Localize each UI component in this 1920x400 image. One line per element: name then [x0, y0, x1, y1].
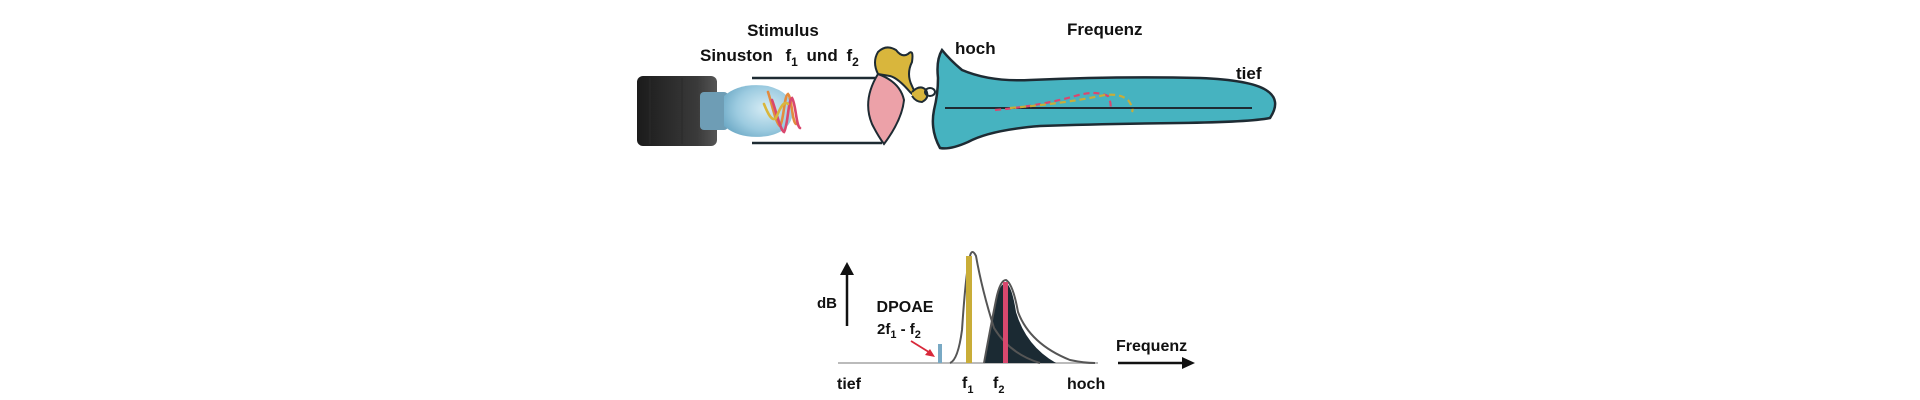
f2-axis-label: f2 [993, 375, 1004, 396]
f1-axis-base: f [962, 375, 968, 392]
formula-sub1: 1 [890, 329, 896, 341]
stimulus-f2: f [846, 46, 852, 65]
stimulus-connector: und [807, 46, 838, 65]
stimulus-subtitle: Sinuston f1 und f2 [700, 46, 859, 70]
f2-peak-bar [1003, 282, 1008, 363]
ear-diagram: Stimulus Sinuston f1 und f2 hoch Frequen… [637, 20, 1277, 150]
stimulus-waves [762, 90, 802, 134]
y-axis-arrowhead [840, 262, 854, 275]
f1-envelope [949, 251, 1041, 364]
cochlea-frequency-label: Frequenz [1067, 20, 1143, 39]
formula-minus: - f [896, 321, 915, 338]
f1-axis-label: f1 [962, 375, 973, 396]
f2-shaded-area [984, 283, 1056, 363]
f2-envelope [983, 278, 1096, 364]
stimulus-f2-sub: 2 [852, 55, 859, 69]
ossicles [874, 46, 936, 104]
formula-coef: 2f [877, 321, 891, 338]
f1-axis-sub: 1 [967, 384, 973, 396]
dpoae-label: DPOAE [877, 299, 934, 316]
traveling-waves [994, 91, 1134, 113]
frequency-arrowhead [1182, 357, 1195, 369]
stimulus-f1-sub: 1 [791, 55, 798, 69]
stimulus-f1: f [785, 46, 791, 65]
x-axis-high-label: hoch [1067, 376, 1105, 393]
ear-canal [752, 76, 882, 145]
dpoae-pointer-arrowhead [925, 349, 935, 357]
cochlea-high-label: hoch [955, 39, 996, 58]
formula-sub2: 2 [915, 329, 921, 341]
y-axis-label: dB [817, 295, 837, 312]
frequency-arrow-label: Frequenz [1116, 338, 1187, 355]
f2-axis-sub: 2 [998, 384, 1004, 396]
tympanic-membrane [867, 72, 906, 146]
cochlea [931, 47, 1277, 150]
dpoae-peak-bar [938, 344, 942, 363]
probe [637, 76, 793, 146]
stimulus-prefix: Sinuston [700, 46, 773, 65]
stimulus-title: Stimulus [747, 21, 819, 40]
f2-axis-base: f [993, 375, 999, 392]
spectrum-plot: dB DPOAE 2f1 - f2 tief f1 f2 hoch Freque… [817, 251, 1195, 396]
x-axis-low-label: tief [837, 376, 862, 393]
f1-peak-bar [966, 256, 972, 363]
dpoae-formula: 2f1 - f2 [877, 321, 921, 341]
cochlea-low-label: tief [1236, 64, 1262, 83]
